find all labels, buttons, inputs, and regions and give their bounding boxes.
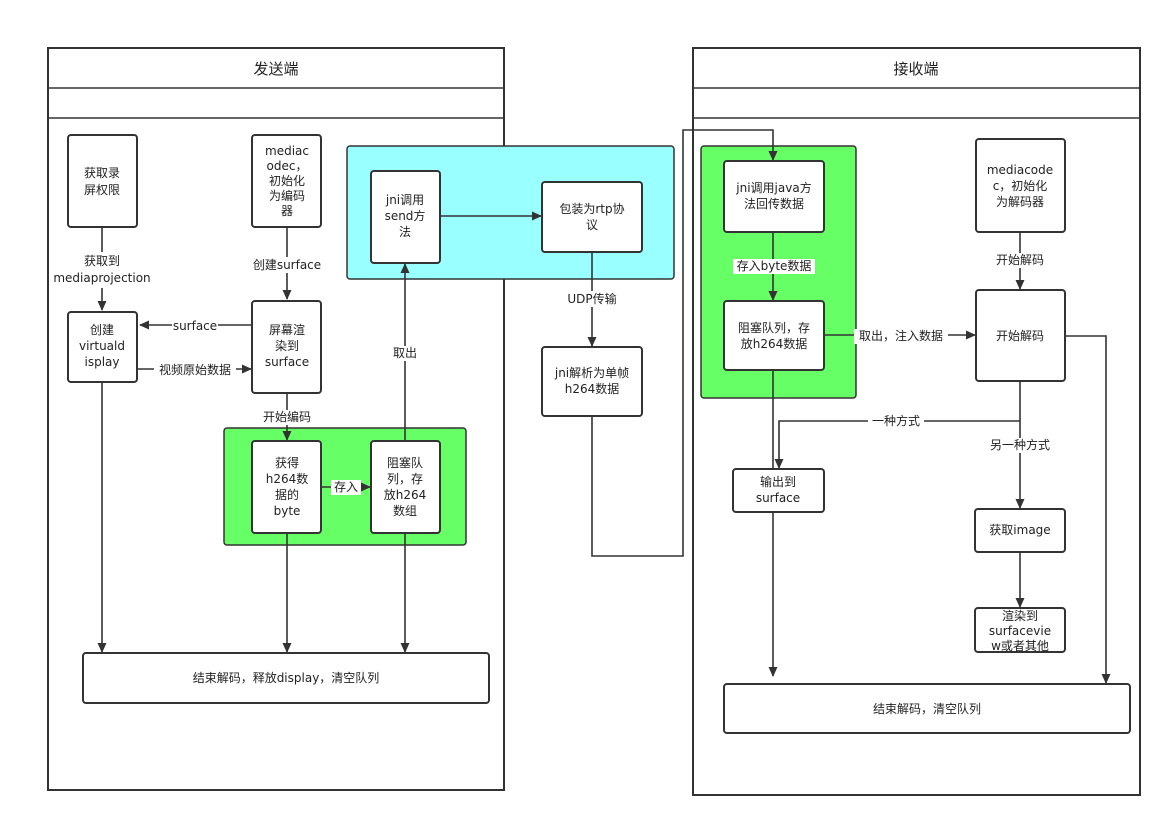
node-receiver-end: 结束解码，清空队列 [723, 683, 1131, 734]
label-one-way: 一种方式 [872, 413, 920, 428]
svg-text:屏权限: 屏权限 [84, 183, 120, 197]
svg-text:jni解析为单帧: jni解析为单帧 [554, 366, 629, 380]
svg-text:数组: 数组 [393, 503, 417, 518]
edge-labels: 获取到 mediaprojection 创建surface surface 视频… [50, 252, 1055, 495]
node-jni-parse: jni解析为单帧 h264数据 [541, 346, 643, 417]
svg-text:surface: surface [265, 355, 309, 369]
label-take-out: 取出 [393, 346, 417, 360]
svg-text:法回传数据: 法回传数据 [744, 196, 804, 211]
svg-text:获取录: 获取录 [84, 166, 120, 180]
node-start-decode: 开始解码 [975, 289, 1066, 382]
svg-text:c，初始化: c，初始化 [993, 179, 1048, 193]
svg-text:h264数据: h264数据 [565, 381, 620, 396]
node-receiver-blocking-queue: 阻塞队列，存 放h264数据 [723, 300, 825, 371]
svg-text:输出到: 输出到 [760, 474, 796, 489]
edge-decode-to-end [1065, 335, 1111, 684]
node-render-to-surface: 屏幕渲 染到 surface [251, 300, 322, 394]
svg-text:byte: byte [274, 504, 301, 518]
svg-text:isplay: isplay [85, 355, 120, 369]
svg-text:surfacevie: surfacevie [989, 624, 1051, 638]
svg-text:jni调用java方: jni调用java方 [735, 180, 811, 195]
label-raw-video-data: 视频原始数据 [159, 362, 231, 377]
svg-text:阻塞队: 阻塞队 [387, 455, 423, 470]
svg-text:屏幕渲: 屏幕渲 [269, 322, 305, 337]
node-sender-blocking-queue: 阻塞队 列，存 放h264 数组 [370, 440, 441, 534]
svg-text:开始解码: 开始解码 [996, 329, 1044, 343]
node-get-permission: 获取录 屏权限 [67, 134, 138, 228]
svg-text:阻塞队列，存: 阻塞队列，存 [738, 320, 810, 335]
svg-text:初始化: 初始化 [269, 174, 305, 188]
svg-text:为编码: 为编码 [269, 188, 305, 203]
label-got-mediaprojection-1: 获取到 [84, 254, 120, 268]
svg-text:virtuald: virtuald [79, 339, 125, 353]
svg-text:渲染到: 渲染到 [1002, 608, 1038, 623]
label-got-mediaprojection-2: mediaprojection [53, 271, 150, 285]
node-get-h264-byte: 获得 h264数 据的 byte [251, 440, 322, 534]
label-start-decode: 开始解码 [996, 253, 1044, 267]
label-another-way: 另一种方式 [990, 437, 1050, 452]
svg-text:jni调用: jni调用 [385, 193, 424, 207]
svg-text:surface: surface [756, 491, 800, 505]
label-create-surface: 创建surface [253, 258, 321, 272]
label-udp: UDP传输 [567, 291, 616, 306]
node-pack-rtp: 包装为rtp协 议 [541, 181, 643, 253]
node-render-surfaceview: 渲染到 surfacevie w或者其他 [974, 607, 1066, 653]
svg-text:mediac: mediac [265, 144, 309, 158]
node-mediacodec-encoder: mediac odec， 初始化 为编码 器 [251, 134, 322, 228]
svg-text:器: 器 [281, 204, 293, 218]
sender-lane-title: 发送端 [253, 60, 298, 78]
edge-decode-to-surface [774, 420, 1020, 469]
svg-text:结束解码，清空队列: 结束解码，清空队列 [873, 701, 981, 716]
node-sender-end: 结束解码，释放display，清空队列 [82, 652, 490, 704]
svg-text:放h264数据: 放h264数据 [741, 336, 808, 351]
node-mediacodec-decoder: mediacode c，初始化 为解码器 [975, 138, 1066, 233]
svg-text:据的: 据的 [275, 487, 299, 502]
node-jni-call-java: jni调用java方 法回传数据 [723, 160, 825, 233]
node-create-virtual-display: 创建 virtuald isplay [67, 311, 138, 383]
svg-text:放h264: 放h264 [384, 487, 427, 502]
node-jni-send: jni调用 send方 法 [370, 170, 441, 264]
svg-text:mediacode: mediacode [987, 163, 1053, 177]
svg-text:为解码器: 为解码器 [996, 195, 1044, 209]
svg-text:法: 法 [399, 225, 411, 239]
label-store-byte: 存入byte数据 [737, 258, 812, 273]
node-output-surface: 输出到 surface [732, 468, 825, 513]
svg-text:获取image: 获取image [989, 523, 1050, 537]
node-get-image: 获取image [974, 508, 1066, 553]
svg-text:h264数: h264数 [266, 471, 309, 486]
svg-text:议: 议 [586, 218, 598, 232]
svg-text:列，存: 列，存 [387, 472, 423, 486]
svg-text:包装为rtp协: 包装为rtp协 [559, 201, 624, 216]
svg-text:获得: 获得 [275, 455, 299, 470]
label-take-inject: 取出，注入数据 [859, 328, 943, 343]
edge-parse-to-receiver [591, 129, 778, 557]
svg-text:w或者其他: w或者其他 [991, 639, 1049, 653]
svg-text:创建: 创建 [90, 323, 114, 337]
label-store: 存入 [334, 480, 358, 494]
svg-text:结束解码，释放display，清空队列: 结束解码，释放display，清空队列 [193, 670, 380, 685]
label-surface: surface [173, 319, 217, 333]
svg-text:send方: send方 [385, 208, 426, 223]
label-start-encode: 开始编码 [263, 409, 311, 424]
svg-text:染到: 染到 [275, 338, 299, 353]
svg-text:odec，: odec， [267, 159, 308, 173]
receiver-lane-title: 接收端 [893, 60, 938, 78]
